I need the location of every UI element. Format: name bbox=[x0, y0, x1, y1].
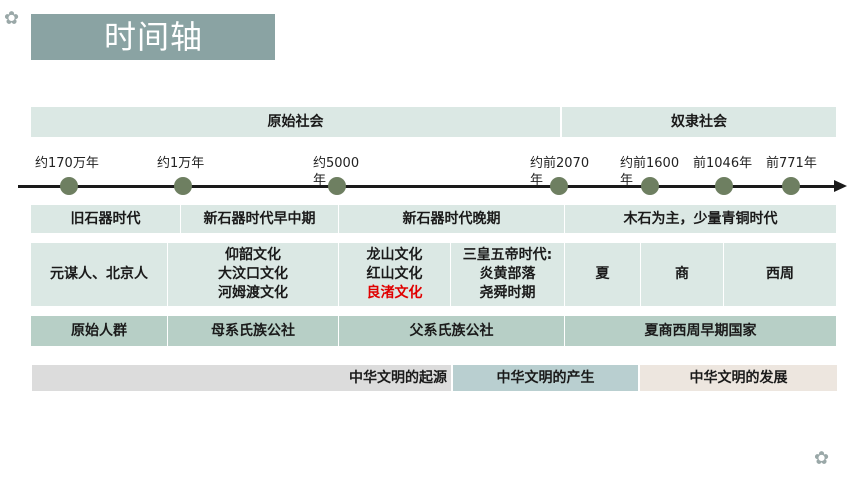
tick-label: 约前1600年 bbox=[620, 156, 680, 188]
culture-item: 三皇五帝时代: bbox=[462, 247, 553, 263]
culture-cell: 夏 bbox=[565, 243, 640, 306]
civilization-origin: 中华文明的起源 bbox=[32, 365, 451, 391]
timeline-dot bbox=[715, 177, 733, 195]
timeline-dot bbox=[550, 177, 568, 195]
culture-item: 炎黄部落 bbox=[479, 266, 536, 282]
period-cell: 旧石器时代 bbox=[31, 205, 180, 233]
culture-item-highlight: 良渚文化 bbox=[366, 285, 423, 301]
tick-label: 前1046年 bbox=[693, 156, 753, 171]
social-cell: 母系氏族公社 bbox=[168, 316, 338, 346]
timeline-dot bbox=[174, 177, 192, 195]
culture-cell: 商 bbox=[641, 243, 723, 306]
culture-cell: 元谋人、北京人 bbox=[31, 243, 167, 306]
plum-blossom-icon: ✿ bbox=[814, 448, 830, 469]
culture-item: 大汶口文化 bbox=[218, 266, 288, 282]
timeline-dot bbox=[60, 177, 78, 195]
tick-label: 约170万年 bbox=[35, 156, 99, 171]
period-cell: 新石器时代早中期 bbox=[181, 205, 338, 233]
timeline-arrow-icon bbox=[834, 180, 847, 192]
tick-label: 约前2070年 bbox=[530, 156, 590, 188]
era-primitive-society: 原始社会 bbox=[31, 107, 560, 137]
social-cell: 父系氏族公社 bbox=[339, 316, 564, 346]
civilization-emergence: 中华文明的产生 bbox=[453, 365, 638, 391]
era-slave-society: 奴隶社会 bbox=[562, 107, 836, 137]
social-cell: 原始人群 bbox=[31, 316, 167, 346]
culture-item: 仰韶文化 bbox=[225, 247, 281, 263]
timeline-dot bbox=[782, 177, 800, 195]
page-title: 时间轴 bbox=[104, 18, 204, 56]
timeline-dot bbox=[641, 177, 659, 195]
tick-label: 约1万年 bbox=[157, 156, 205, 171]
title-banner bbox=[31, 14, 275, 60]
plum-blossom-icon: ✿ bbox=[4, 8, 20, 29]
social-cell: 夏商西周早期国家 bbox=[565, 316, 836, 346]
period-cell: 新石器时代晚期 bbox=[339, 205, 564, 233]
culture-item: 龙山文化 bbox=[366, 247, 423, 263]
tick-label: 约5000年 bbox=[313, 156, 360, 188]
civilization-development: 中华文明的发展 bbox=[640, 365, 837, 391]
tick-label: 前771年 bbox=[766, 156, 817, 171]
timeline-dot bbox=[328, 177, 346, 195]
culture-item: 尧舜时期 bbox=[479, 285, 536, 301]
culture-item: 河姆渡文化 bbox=[218, 285, 288, 301]
culture-cell: 仰韶文化 大汶口文化 河姆渡文化 bbox=[168, 243, 338, 306]
culture-cell: 西周 bbox=[724, 243, 836, 306]
period-cell: 木石为主，少量青铜时代 bbox=[565, 205, 836, 233]
culture-cell: 三皇五帝时代: 炎黄部落 尧舜时期 bbox=[451, 243, 564, 306]
culture-item: 红山文化 bbox=[366, 266, 423, 282]
culture-cell: 龙山文化 红山文化 良渚文化 bbox=[339, 243, 450, 306]
timeline-axis bbox=[18, 185, 838, 188]
